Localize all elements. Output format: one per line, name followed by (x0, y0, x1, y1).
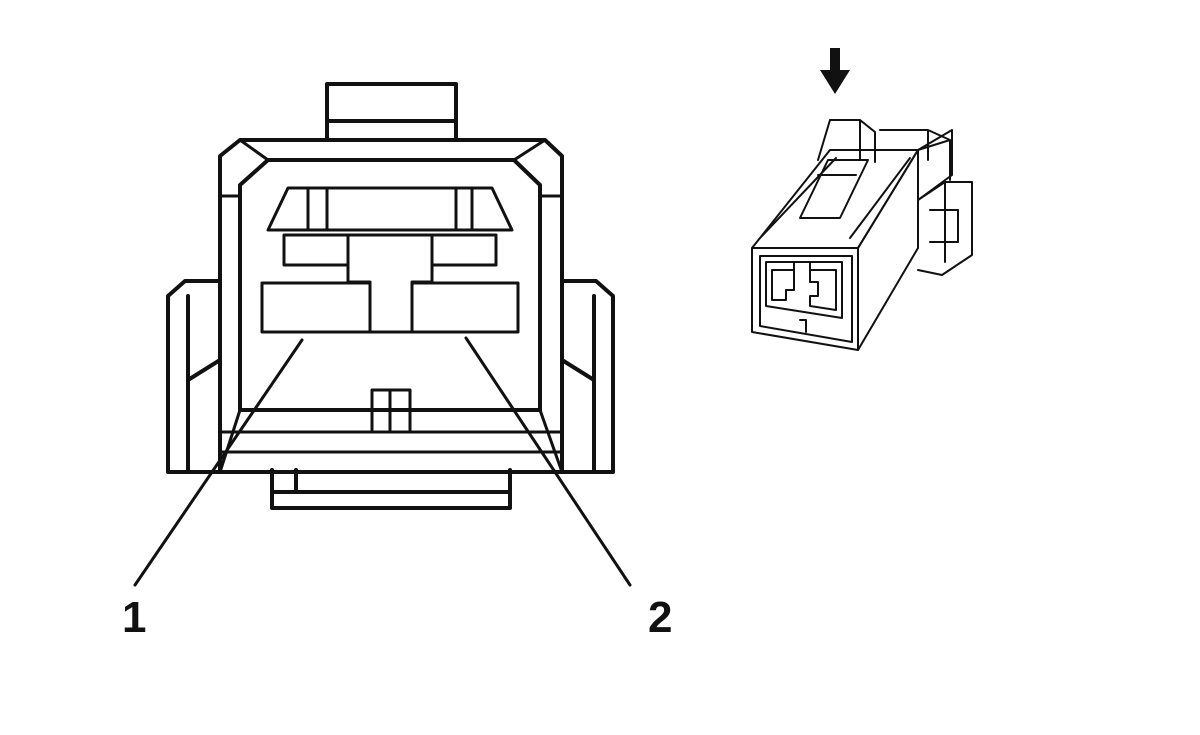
iso-rear-block (879, 129, 951, 181)
leader-line-1 (133, 338, 304, 587)
iso-side-catch (917, 181, 973, 276)
left-side-ear (166, 279, 222, 474)
callout-2-label: 2 (648, 593, 672, 642)
leader-line-2 (464, 336, 632, 587)
bottom-tab (270, 468, 512, 510)
callout-1-label: 1 (122, 593, 146, 642)
iso-right-face (857, 129, 953, 351)
terminal-1-cavity (260, 233, 372, 334)
right-side-ear (560, 279, 615, 474)
bevel-corners (218, 138, 564, 474)
bottom-key (370, 388, 412, 434)
housing-bottom-ledge (218, 430, 564, 454)
iso-top-latch (799, 119, 876, 219)
iso-top-face (751, 149, 919, 249)
down-arrow-icon (820, 48, 850, 94)
inner-top-pocket (266, 186, 514, 232)
connector-isometric-view (751, 119, 973, 351)
connector-front-view (166, 82, 615, 510)
iso-front-cavities (765, 261, 843, 333)
terminal-2-cavity (410, 233, 520, 334)
top-latch-tab (325, 82, 458, 142)
